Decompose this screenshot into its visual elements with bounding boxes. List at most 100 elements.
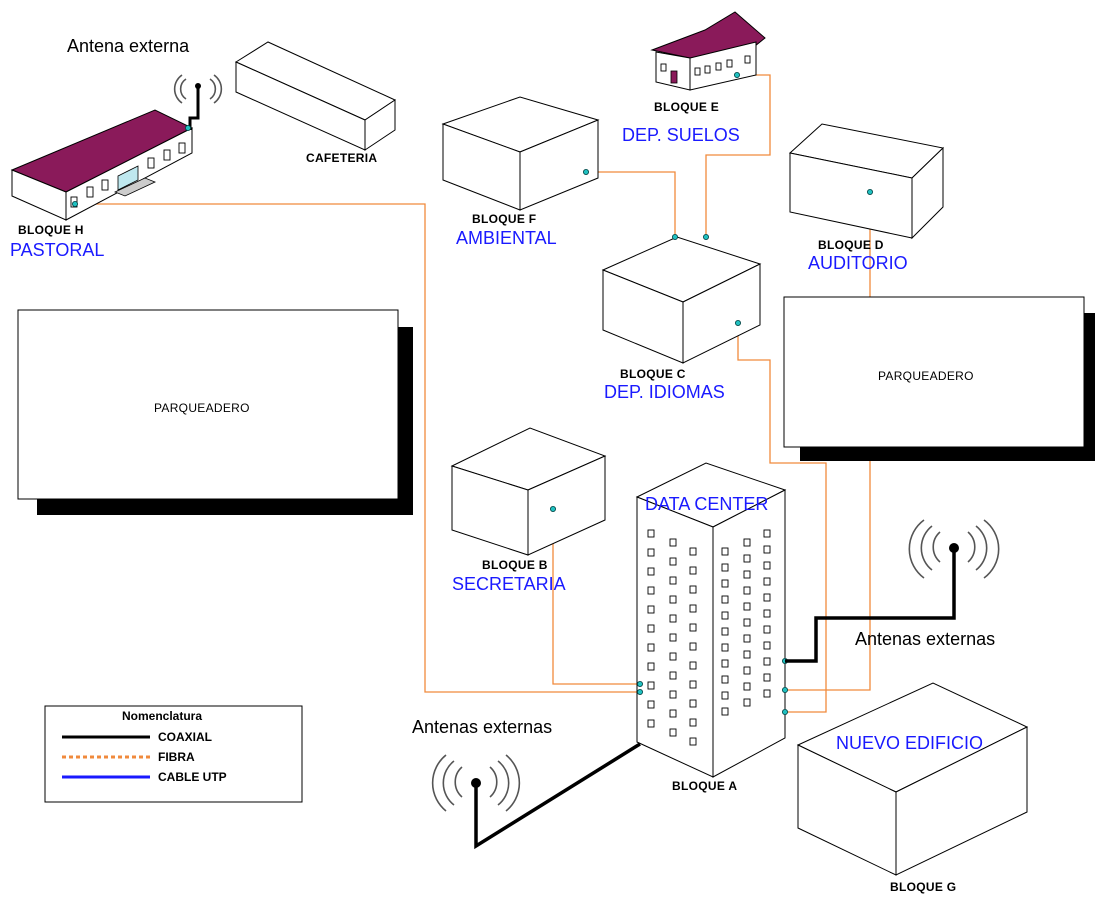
bloque-c-connector-2 — [703, 233, 710, 240]
bloque-d-building — [788, 123, 945, 240]
tower-window — [743, 554, 751, 563]
bloque-a-building — [635, 462, 787, 778]
tower-window — [689, 604, 697, 613]
antena-externa-label: Antena externa — [67, 36, 190, 56]
bloque-c-connector-1 — [672, 233, 679, 240]
fiber-b-to-a — [552, 509, 640, 685]
tower-window — [743, 618, 751, 627]
tower-window — [763, 689, 771, 698]
fiber-h-to-a — [75, 203, 640, 693]
bloque-g-label: BLOQUE G — [890, 880, 956, 894]
tower-window — [669, 671, 677, 680]
bloque-f-building — [441, 96, 600, 211]
antenas-externas-right-label: Antenas externas — [855, 629, 995, 649]
tower-window — [743, 698, 751, 707]
legend-item-fibra: FIBRA — [158, 750, 195, 764]
bloque-h-building — [10, 109, 194, 221]
bloque-h-label: BLOQUE H — [18, 223, 84, 237]
bloque-h-connector — [72, 200, 79, 207]
tower-window — [763, 625, 771, 634]
tower-window — [763, 641, 771, 650]
bloque-b-building — [450, 427, 607, 556]
auditorio-label: AUDITORIO — [808, 253, 908, 273]
tower-window — [743, 586, 751, 595]
tower-window — [647, 662, 655, 671]
tower-window — [689, 623, 697, 632]
tower-window — [721, 707, 729, 716]
tower-window — [743, 650, 751, 659]
tower-window — [669, 709, 677, 718]
data-center-label: DATA CENTER — [645, 494, 768, 514]
legend-item-utp: CABLE UTP — [158, 770, 227, 784]
parqueadero-right-label: PARQUEADERO — [878, 369, 974, 383]
secretaria-label: SECRETARIA — [452, 574, 566, 594]
tower-window — [669, 614, 677, 623]
bloque-b-connector — [550, 505, 557, 512]
antenas-externas-bottom-label: Antenas externas — [412, 717, 552, 737]
tower-window — [721, 611, 729, 620]
tower-window — [669, 595, 677, 604]
coaxial-links — [474, 548, 956, 850]
bloque-b-label: BLOQUE B — [482, 558, 548, 572]
tower-window — [669, 557, 677, 566]
bloque-a-connector-2 — [637, 689, 644, 696]
tower-window — [743, 538, 751, 547]
ambiental-label: AMBIENTAL — [456, 228, 557, 248]
tower-window — [763, 593, 771, 602]
bloque-d-label: BLOQUE D — [818, 238, 884, 252]
bloque-e-building — [650, 11, 766, 91]
tower-window — [647, 548, 655, 557]
tower-window — [689, 737, 697, 746]
tower-window — [743, 634, 751, 643]
bloque-a-connector-4 — [782, 687, 789, 694]
tower-window — [763, 577, 771, 586]
legend-title: Nomenclatura — [122, 709, 202, 723]
antenna-icon — [173, 74, 223, 132]
bloque-c-label: BLOQUE C — [620, 367, 686, 381]
nuevo-edificio-label: NUEVO EDIFICIO — [836, 733, 983, 753]
tower-window — [669, 690, 677, 699]
tower-window — [669, 633, 677, 642]
bloque-d-connector — [867, 188, 874, 195]
fiber-c-to-a — [737, 323, 827, 713]
tower-window — [743, 570, 751, 579]
cafeteria-building — [234, 41, 397, 151]
antenna-icon — [908, 519, 1000, 579]
bloque-a-label: BLOQUE A — [672, 779, 737, 793]
tower-window — [763, 657, 771, 666]
parqueadero-right — [783, 296, 1095, 461]
legend: Nomenclatura COAXIAL FIBRA CABLE UTP — [44, 705, 303, 803]
bloque-e-label: BLOQUE E — [654, 100, 719, 114]
bloque-f-connector — [583, 168, 590, 175]
tower-window — [647, 624, 655, 633]
tower-window — [647, 529, 655, 538]
dep-idiomas-label: DEP. IDIOMAS — [604, 382, 725, 402]
tower-window — [763, 609, 771, 618]
tower-window — [743, 666, 751, 675]
coax-a-to-bottom-antenna — [474, 742, 641, 850]
tower-window — [647, 605, 655, 614]
tower-window — [647, 719, 655, 728]
tower-window — [763, 561, 771, 570]
fiber-f-to-hub — [586, 171, 676, 237]
pastoral-label: PASTORAL — [10, 240, 104, 260]
tower-window — [763, 529, 771, 538]
bloque-a-connector-5 — [782, 709, 789, 716]
tower-window — [721, 627, 729, 636]
parqueadero-left — [17, 309, 413, 515]
tower-window — [763, 673, 771, 682]
tower-window — [721, 547, 729, 556]
bloque-g-building — [796, 682, 1029, 876]
tower-window — [721, 691, 729, 700]
tower-window — [689, 718, 697, 727]
tower-window — [743, 602, 751, 611]
dep-suelos-label: DEP. SUELOS — [622, 125, 740, 145]
fiber-e-to-hub — [705, 74, 771, 237]
tower-window — [689, 699, 697, 708]
tower-window — [721, 643, 729, 652]
tower-window — [689, 585, 697, 594]
tower-window — [689, 680, 697, 689]
tower-window — [669, 576, 677, 585]
tower-window — [647, 700, 655, 709]
